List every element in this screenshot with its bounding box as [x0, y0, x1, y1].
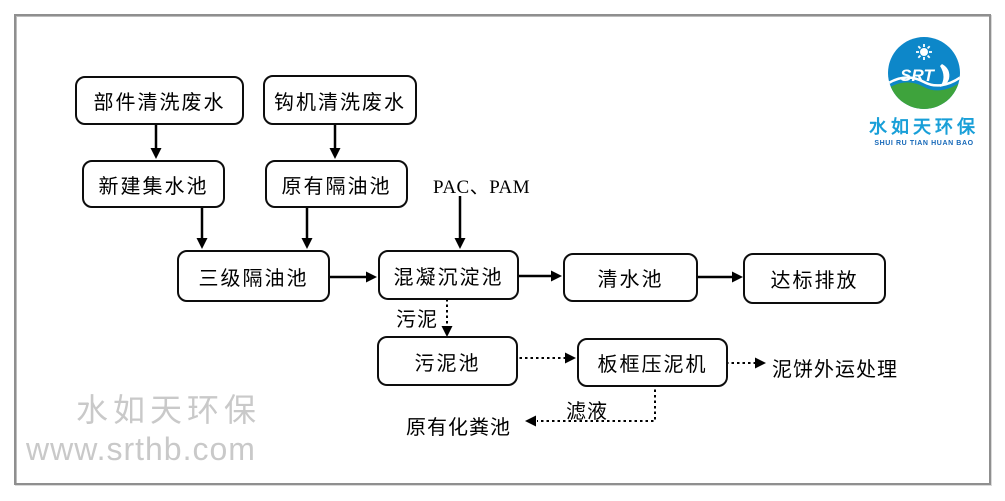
sun-icon: [916, 44, 932, 60]
node-clear-water-tank: 清水池: [563, 253, 698, 302]
wave-line-icon: [888, 75, 960, 87]
label-existing-septic-tank: 原有化粪池: [406, 417, 511, 439]
green-wave-icon: [888, 82, 960, 109]
logo-company-name: 水如天环保: [869, 117, 979, 137]
label-filtrate: 滤液: [566, 401, 608, 423]
logo-globe-icon: SRT: [888, 37, 960, 109]
node-parts-washing-wastewater: 部件清洗废水: [75, 76, 244, 125]
node-new-collection-tank: 新建集水池: [82, 160, 225, 208]
node-coagulation-sedimentation-tank: 混凝沉淀池: [378, 250, 519, 300]
logo-acronym: SRT: [900, 66, 935, 85]
label-sludge-cake-disposal: 泥饼外运处理: [772, 359, 898, 381]
node-existing-oil-separator: 原有隔油池: [265, 160, 408, 208]
diagram-frame: [14, 14, 991, 485]
watermark-company-name: 水如天环保: [76, 392, 262, 428]
node-sludge-tank: 污泥池: [377, 336, 518, 386]
watermark-website: www.srthb.com: [26, 431, 256, 467]
logo-pinyin-subtitle: SHUI RU TIAN HUAN BAO: [874, 140, 974, 147]
splash-icon: [940, 64, 950, 87]
node-plate-frame-filter-press: 板框压泥机: [577, 338, 728, 387]
node-standard-discharge: 达标排放: [743, 253, 886, 304]
label-sludge: 污泥: [396, 309, 438, 331]
company-logo: SRT 水如天环保 SHUI RU TIAN HUAN BAO: [862, 36, 986, 147]
node-excavator-washing-wastewater: 钩机清洗废水: [263, 75, 417, 125]
label-pac-pam-dosing: PAC、PAM: [433, 177, 531, 198]
node-three-stage-oil-separator: 三级隔油池: [177, 250, 330, 302]
